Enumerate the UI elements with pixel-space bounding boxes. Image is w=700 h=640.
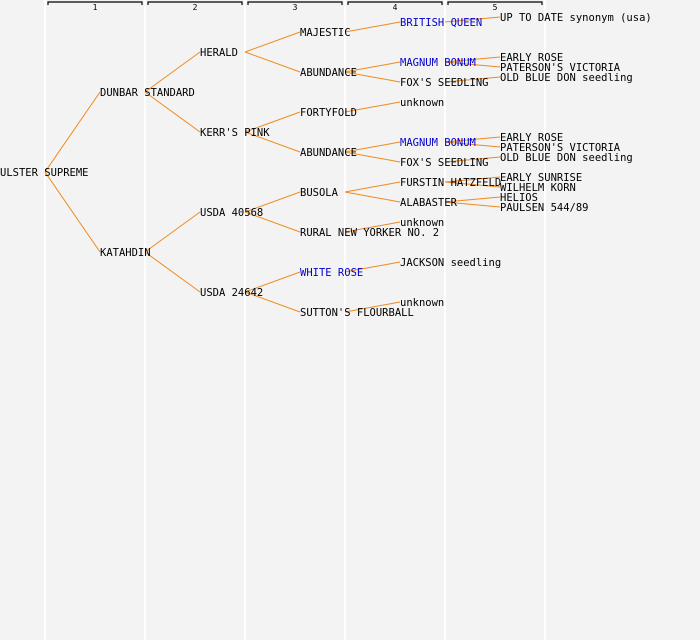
tree-node[interactable]: BUSOLA	[300, 187, 339, 199]
tree-node[interactable]: WHITE ROSE	[300, 267, 363, 279]
tree-node[interactable]: ABUNDANCE	[300, 67, 357, 79]
tree-edge	[444, 16, 501, 23]
tree-node[interactable]: EARLY SUNRISE	[500, 172, 582, 184]
tree-node[interactable]: FOX'S SEEDLING	[400, 77, 489, 89]
tree-node[interactable]: WILHELM KORN	[500, 182, 576, 194]
tree-node[interactable]: BRITISH QUEEN	[400, 17, 482, 29]
tree-edge	[244, 191, 301, 213]
tree-edge	[344, 61, 401, 73]
generation-bracket	[247, 1, 343, 5]
tree-edge	[444, 156, 501, 163]
tree-node[interactable]: OLD BLUE DON seedling	[500, 72, 633, 84]
tree-edge	[244, 31, 301, 53]
tree-edge	[444, 76, 501, 83]
tree-edge	[244, 211, 301, 233]
tree-edge	[244, 271, 301, 293]
tree-node[interactable]: MAGNUM BONUM	[400, 57, 476, 69]
tree-node[interactable]: HERALD	[200, 47, 238, 59]
generation-bracket	[147, 1, 243, 5]
tree-edge	[444, 56, 501, 63]
tree-edge	[344, 191, 401, 203]
tree-edge	[444, 181, 501, 188]
tree-node[interactable]: MAJESTIC	[300, 27, 351, 39]
tree-node[interactable]: DUNBAR STANDARD	[100, 87, 195, 99]
tree-edges	[44, 16, 501, 313]
tree-node[interactable]: HELIOS	[500, 192, 538, 204]
generation-label: 1	[93, 3, 98, 12]
tree-edge	[144, 211, 201, 253]
tree-node[interactable]: ULSTER SUPREME	[0, 167, 89, 179]
column-separators	[44, 0, 546, 640]
tree-node[interactable]: OLD BLUE DON seedling	[500, 152, 633, 164]
tree-node[interactable]: JACKSON seedling	[400, 257, 501, 269]
tree-edge	[344, 261, 401, 273]
tree-node[interactable]: FURSTIN HATZFELD	[400, 177, 501, 189]
tree-edge	[244, 51, 301, 73]
tree-node[interactable]: PAULSEN 544/89	[500, 202, 589, 214]
tree-node[interactable]: unknown	[400, 97, 444, 109]
tree-node[interactable]: USDA 24642	[200, 287, 263, 299]
tree-node[interactable]: FOX'S SEEDLING	[400, 157, 489, 169]
tree-edge	[244, 291, 301, 313]
tree-edge	[444, 141, 501, 148]
generation-bracket	[347, 1, 443, 5]
tree-node[interactable]: EARLY ROSE	[500, 132, 563, 144]
tree-edge	[344, 221, 401, 233]
tree-node[interactable]: KERR'S PINK	[200, 127, 270, 139]
generation-label: 5	[493, 3, 498, 12]
tree-node[interactable]: ABUNDANCE	[300, 147, 357, 159]
generation-headers: 1 2 3 4 5	[47, 1, 543, 12]
tree-edge	[444, 176, 501, 183]
tree-edge	[44, 91, 101, 173]
tree-edge	[144, 251, 201, 293]
tree-edge	[344, 181, 401, 193]
tree-edge	[144, 91, 201, 133]
tree-node[interactable]: KATAHDIN	[100, 247, 151, 259]
tree-edge	[344, 21, 401, 33]
generation-label: 3	[293, 3, 298, 12]
tree-edge	[444, 61, 501, 68]
tree-node[interactable]: PATERSON'S VICTORIA	[500, 142, 621, 154]
tree-nodes: ULSTER SUPREME DUNBAR STANDARD HERALD MAJES…	[0, 12, 652, 319]
tree-node[interactable]: SUTTON'S FLOURBALL	[300, 307, 414, 319]
tree-node[interactable]: UP TO DATE synonym (usa)	[500, 12, 652, 24]
tree-node[interactable]: FORTYFOLD	[300, 107, 357, 119]
tree-node[interactable]: MAGNUM BONUM	[400, 137, 476, 149]
tree-edge	[444, 136, 501, 143]
tree-node[interactable]: ALABASTER	[400, 197, 458, 209]
tree-edge	[344, 301, 401, 313]
generation-label: 4	[393, 3, 398, 12]
generation-bracket	[47, 1, 143, 5]
tree-edge	[344, 151, 401, 163]
tree-node[interactable]: unknown	[400, 217, 444, 229]
tree-node[interactable]: EARLY ROSE	[500, 52, 563, 64]
generation-bracket	[447, 1, 543, 5]
tree-edge	[344, 141, 401, 153]
generation-label: 2	[193, 3, 198, 12]
tree-edge	[244, 131, 301, 153]
tree-node[interactable]: unknown	[400, 297, 444, 309]
tree-edge	[244, 111, 301, 133]
tree-edge	[444, 201, 501, 208]
tree-edge	[344, 101, 401, 113]
tree-edge	[344, 71, 401, 83]
tree-node[interactable]: RURAL NEW YORKER NO. 2	[300, 227, 439, 239]
tree-node[interactable]: PATERSON'S VICTORIA	[500, 62, 621, 74]
tree-node[interactable]: USDA 40568	[200, 207, 263, 219]
tree-edge	[144, 51, 201, 93]
tree-edge	[444, 196, 501, 203]
tree-edge	[44, 171, 101, 253]
